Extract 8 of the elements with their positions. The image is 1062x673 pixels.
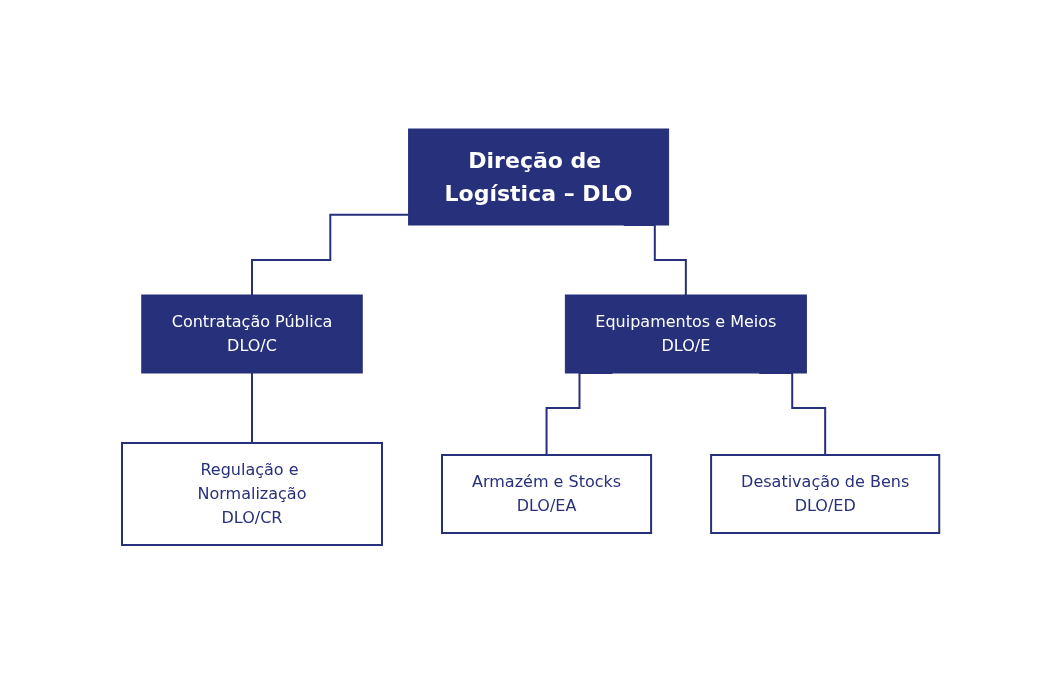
node-box: Regulação e Normalização DLO/CR xyxy=(121,441,384,546)
node-box: Contratação Pública DLO/C xyxy=(141,294,364,373)
node-box: Equipamentos e Meios DLO/E xyxy=(565,294,808,373)
node-box: Desativação de Bens DLO/ED xyxy=(710,453,941,534)
node-box: Direção de Logística – DLO xyxy=(408,128,670,225)
connector xyxy=(251,371,254,444)
connector xyxy=(251,213,410,296)
node-box: Armazém e Stocks DLO/EA xyxy=(441,453,653,534)
